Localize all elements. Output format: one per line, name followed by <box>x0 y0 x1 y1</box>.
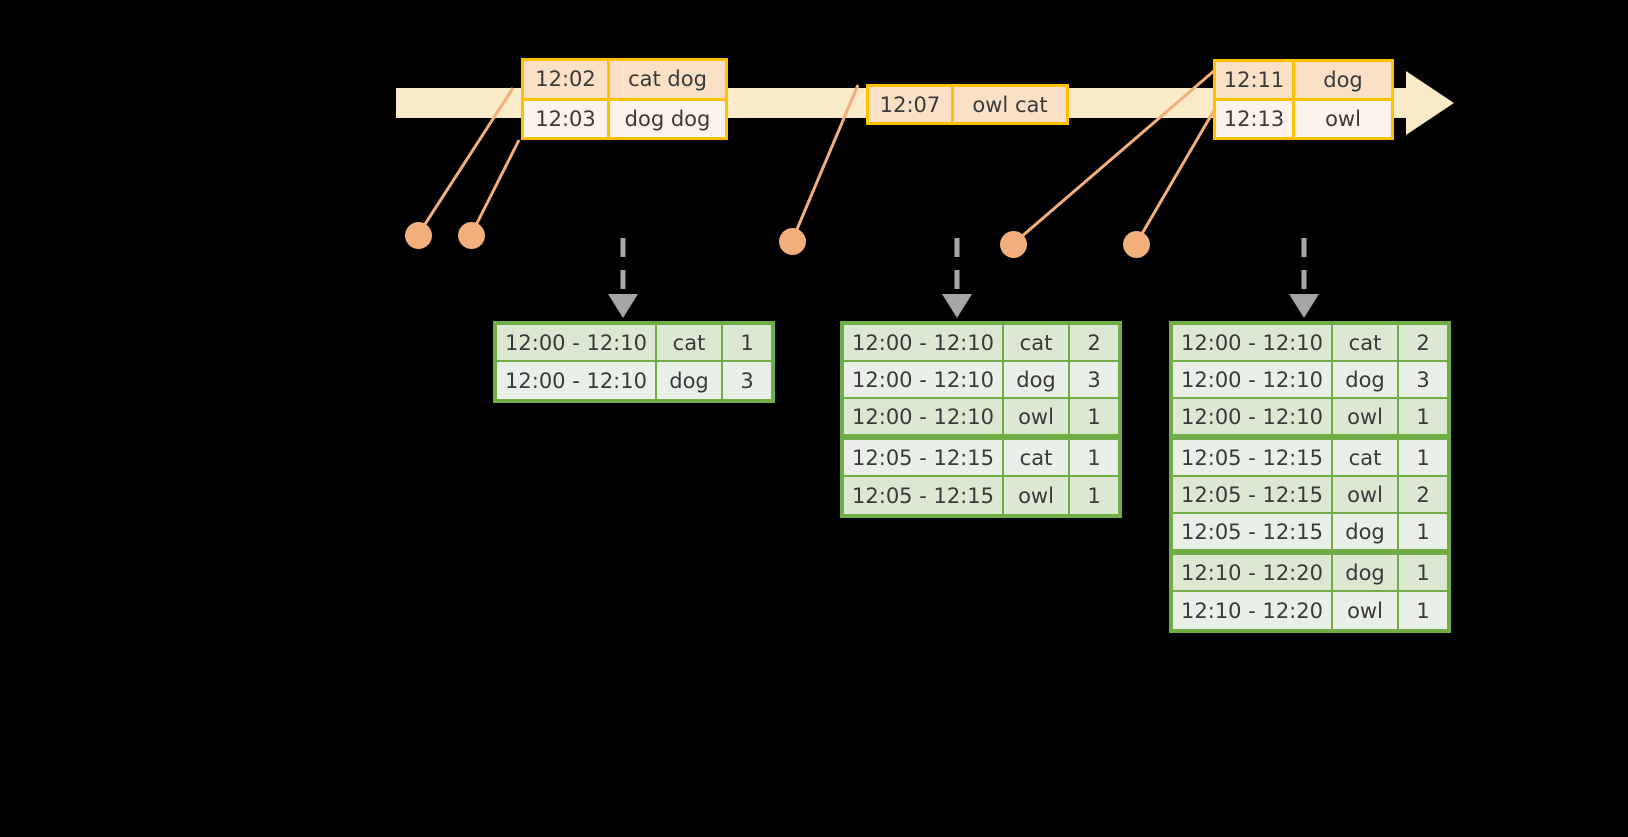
event-dot-1203 <box>458 222 485 249</box>
table-row: 12:05 - 12:15 cat 1 <box>844 436 1118 477</box>
cell-word: cat <box>1004 325 1070 362</box>
cell-window: 12:00 - 12:10 <box>844 325 1004 362</box>
cell-count: 3 <box>1399 362 1447 399</box>
event-words: owl <box>1295 101 1391 137</box>
result-table-1: 12:00 - 12:10 cat 1 12:00 - 12:10 dog 3 <box>493 321 775 403</box>
cell-window: 12:00 - 12:10 <box>1173 362 1333 399</box>
event-box-2: 12:07 owl cat <box>866 84 1069 125</box>
table-row: 12:00 - 12:10 dog 3 <box>844 362 1118 399</box>
cell-word: dog <box>1333 362 1399 399</box>
cell-count: 3 <box>723 362 771 399</box>
dashed-arrow-3 <box>1289 238 1319 318</box>
table-row: 12:10 - 12:20 owl 1 <box>1173 592 1447 629</box>
table-row: 12:00 - 12:10 owl 1 <box>1173 399 1447 436</box>
event-row: 12:13 owl <box>1216 98 1391 137</box>
event-words: cat dog <box>610 61 725 98</box>
cell-count: 2 <box>1399 325 1447 362</box>
cell-window: 12:05 - 12:15 <box>1173 514 1333 551</box>
cell-window: 12:00 - 12:10 <box>497 325 657 362</box>
table-row: 12:05 - 12:15 owl 1 <box>844 477 1118 514</box>
event-time: 12:07 <box>869 87 954 122</box>
dashed-arrow-1 <box>608 238 638 318</box>
event-words: dog dog <box>610 100 725 137</box>
table-row: 12:00 - 12:10 dog 3 <box>1173 362 1447 399</box>
table-row: 12:00 - 12:10 cat 2 <box>844 325 1118 362</box>
cell-count: 1 <box>1399 514 1447 551</box>
event-row: 12:11 dog <box>1216 62 1391 98</box>
cell-window: 12:00 - 12:10 <box>1173 399 1333 436</box>
cell-window: 12:00 - 12:10 <box>1173 325 1333 362</box>
connector-line-1203 <box>469 139 521 236</box>
event-time: 12:13 <box>1216 101 1295 137</box>
event-row: 12:02 cat dog <box>524 61 725 98</box>
table-row: 12:00 - 12:10 dog 3 <box>497 362 771 399</box>
cell-word: dog <box>657 362 723 399</box>
timeline-arrow-head <box>1406 71 1454 135</box>
cell-word: cat <box>1333 325 1399 362</box>
cell-window: 12:10 - 12:20 <box>1173 555 1333 592</box>
cell-count: 1 <box>1070 440 1118 477</box>
cell-count: 1 <box>1399 592 1447 629</box>
cell-window: 12:00 - 12:10 <box>844 362 1004 399</box>
cell-count: 1 <box>1070 477 1118 514</box>
event-words: dog <box>1295 62 1391 98</box>
cell-count: 2 <box>1070 325 1118 362</box>
event-words: owl cat <box>954 87 1066 122</box>
table-row: 12:05 - 12:15 cat 1 <box>1173 436 1447 477</box>
connector-line-1213 <box>1134 106 1218 245</box>
cell-word: cat <box>657 325 723 362</box>
event-dot-1211 <box>1000 231 1027 258</box>
result-table-3: 12:00 - 12:10 cat 2 12:00 - 12:10 dog 3 … <box>1169 321 1451 633</box>
cell-window: 12:05 - 12:15 <box>844 440 1004 477</box>
table-row: 12:00 - 12:10 cat 2 <box>1173 325 1447 362</box>
cell-window: 12:00 - 12:10 <box>844 399 1004 436</box>
event-time: 12:03 <box>524 100 610 137</box>
table-row: 12:10 - 12:20 dog 1 <box>1173 551 1447 592</box>
cell-word: owl <box>1004 477 1070 514</box>
cell-word: owl <box>1333 477 1399 514</box>
cell-word: cat <box>1333 440 1399 477</box>
event-time: 12:02 <box>524 61 610 98</box>
cell-word: dog <box>1333 514 1399 551</box>
cell-word: dog <box>1004 362 1070 399</box>
event-dot-1207 <box>779 228 806 255</box>
cell-window: 12:05 - 12:15 <box>1173 477 1333 514</box>
cell-word: dog <box>1333 555 1399 592</box>
table-row: 12:00 - 12:10 cat 1 <box>497 325 771 362</box>
dashed-arrow-2 <box>942 238 972 318</box>
table-row: 12:05 - 12:15 dog 1 <box>1173 514 1447 551</box>
cell-window: 12:00 - 12:10 <box>497 362 657 399</box>
result-table-2: 12:00 - 12:10 cat 2 12:00 - 12:10 dog 3 … <box>840 321 1122 518</box>
event-row: 12:03 dog dog <box>524 97 725 137</box>
event-time: 12:11 <box>1216 62 1295 98</box>
event-box-1: 12:02 cat dog 12:03 dog dog <box>521 58 728 140</box>
cell-word: owl <box>1004 399 1070 436</box>
cell-word: cat <box>1004 440 1070 477</box>
cell-window: 12:05 - 12:15 <box>1173 440 1333 477</box>
cell-count: 2 <box>1399 477 1447 514</box>
cell-word: owl <box>1333 399 1399 436</box>
table-row: 12:05 - 12:15 owl 2 <box>1173 477 1447 514</box>
event-box-3: 12:11 dog 12:13 owl <box>1213 59 1394 140</box>
table-row: 12:00 - 12:10 owl 1 <box>844 399 1118 436</box>
cell-window: 12:10 - 12:20 <box>1173 592 1333 629</box>
event-row: 12:07 owl cat <box>869 87 1066 122</box>
cell-word: owl <box>1333 592 1399 629</box>
cell-count: 1 <box>1399 399 1447 436</box>
cell-count: 1 <box>1399 440 1447 477</box>
cell-count: 1 <box>723 325 771 362</box>
cell-count: 3 <box>1070 362 1118 399</box>
cell-count: 1 <box>1399 555 1447 592</box>
cell-count: 1 <box>1070 399 1118 436</box>
cell-window: 12:05 - 12:15 <box>844 477 1004 514</box>
event-dot-1202 <box>405 222 432 249</box>
event-dot-1213 <box>1123 231 1150 258</box>
